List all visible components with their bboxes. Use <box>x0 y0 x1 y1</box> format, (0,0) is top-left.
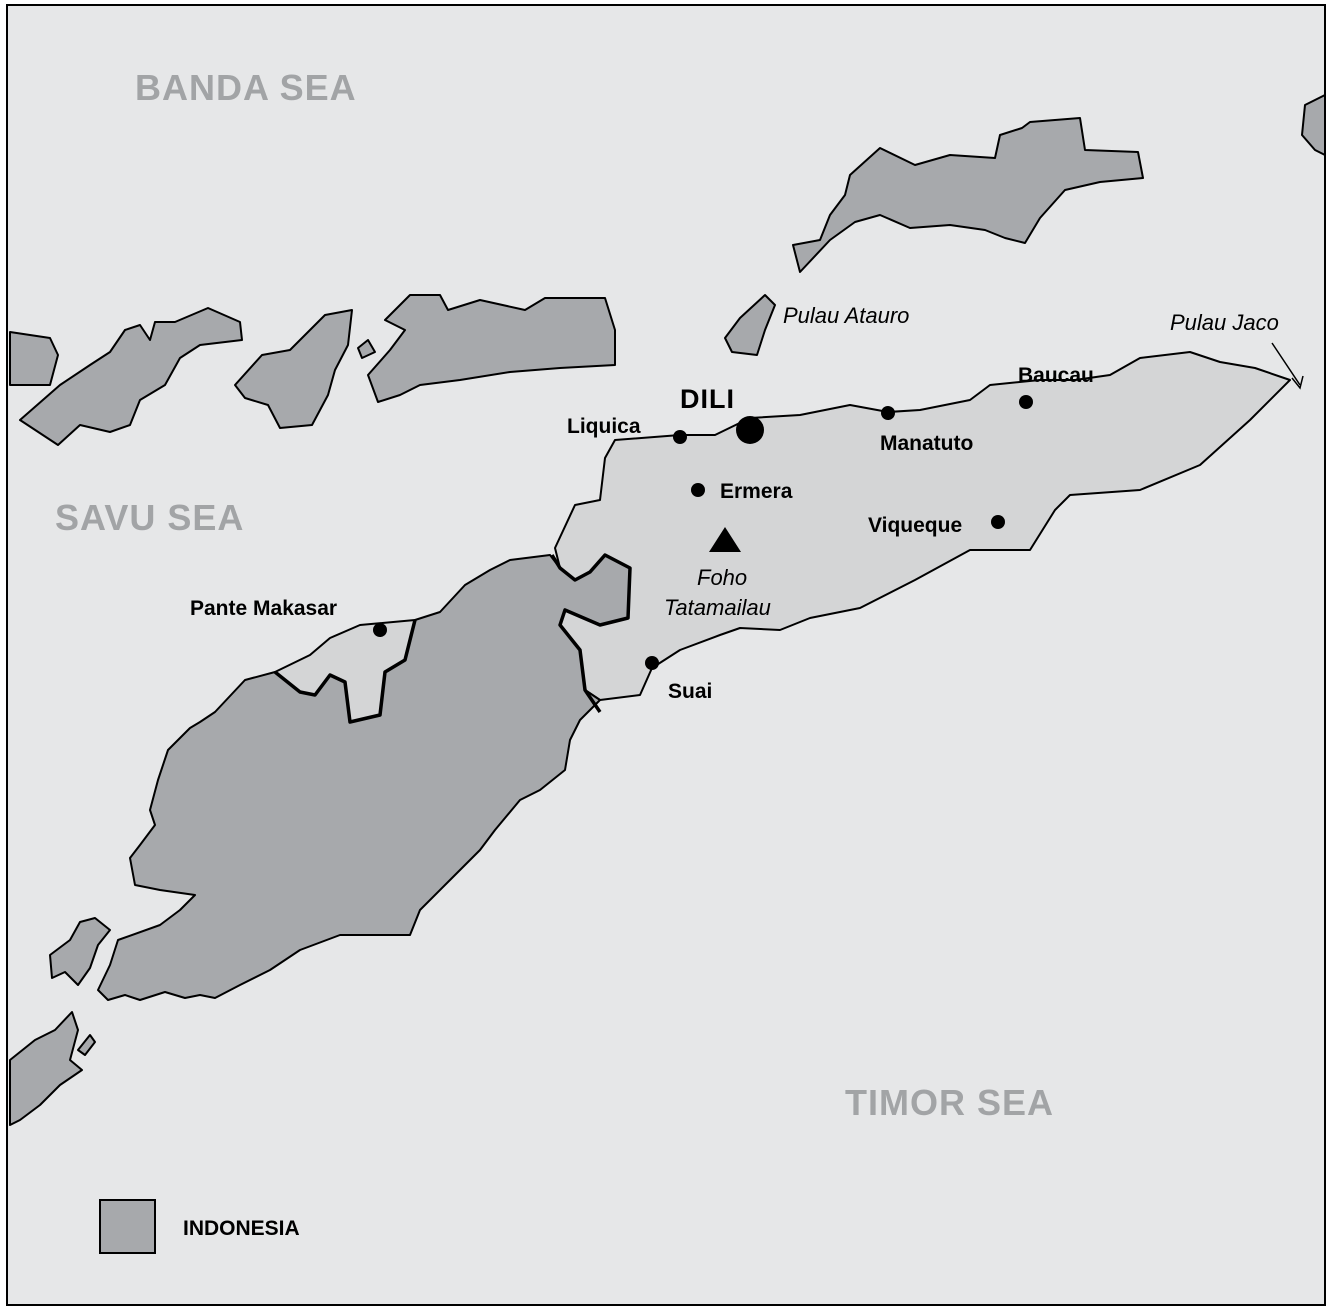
jaco-pointer-arrow-icon <box>1271 342 1304 390</box>
ermera-label: Ermera <box>720 480 793 503</box>
timor-sea-label: TIMOR SEA <box>845 1082 1054 1123</box>
rote-island <box>9 1011 83 1126</box>
legend-swatch <box>99 1199 156 1254</box>
kisar-island <box>1301 94 1326 156</box>
small-islet <box>77 1034 96 1056</box>
pante-makasar-marker <box>373 623 387 637</box>
viqueque-marker <box>991 515 1005 529</box>
legend-label: INDONESIA <box>183 1217 300 1240</box>
suai-marker <box>645 656 659 670</box>
border-main <box>550 553 632 713</box>
pantar-island <box>357 339 376 359</box>
alor-island-west <box>9 331 59 386</box>
dili-label: DILI <box>680 384 735 414</box>
suai-label: Suai <box>668 680 712 703</box>
border-oecussi <box>273 619 417 724</box>
baucau-marker <box>1019 395 1033 409</box>
baucau-label: Baucau <box>1018 364 1094 387</box>
dili-marker <box>736 416 764 444</box>
atauro-island <box>724 294 776 356</box>
alor-island-mid <box>19 307 243 446</box>
semau-island <box>49 917 111 986</box>
atauro-label: Pulau Atauro <box>783 303 909 328</box>
manatuto-label: Manatuto <box>880 432 973 455</box>
mountain-peak-icon <box>709 527 741 552</box>
mountain-label-line1: Foho <box>697 565 747 590</box>
ermera-marker <box>691 483 705 497</box>
savu-sea-label: SAVU SEA <box>55 497 244 538</box>
viqueque-label: Viqueque <box>868 514 962 537</box>
jaco-label: Pulau Jaco <box>1170 310 1279 335</box>
pante-makasar-label: Pante Makasar <box>190 597 337 620</box>
liquica-label: Liquica <box>567 415 641 438</box>
alor-island-east <box>234 309 353 429</box>
manatuto-marker <box>881 406 895 420</box>
banda-sea-label: BANDA SEA <box>135 67 357 108</box>
liquica-marker <box>673 430 687 444</box>
west-timor <box>97 554 631 1001</box>
alor-main <box>367 294 616 403</box>
mountain-label-line2: Tatamailau <box>664 595 771 620</box>
wetar-island <box>792 117 1144 273</box>
